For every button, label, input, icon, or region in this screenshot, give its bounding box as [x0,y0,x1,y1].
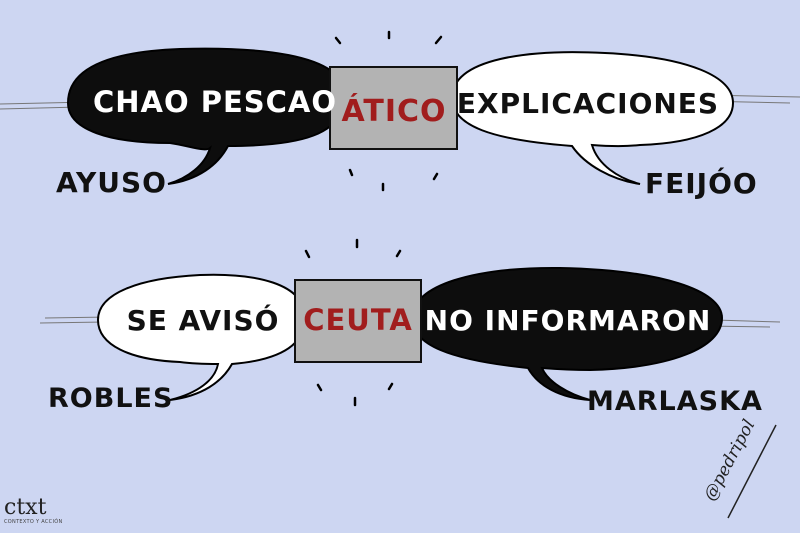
left-speaker-name: ROBLES [48,383,173,414]
left-speech-bubble [66,47,347,185]
left-bubble-text: CHAO PESCAO [93,85,337,119]
topic-label-box [329,66,458,150]
emphasis-marks [304,238,402,407]
topic-label: ÁTICO [341,93,446,129]
right-speech-bubble [450,51,735,185]
panel-ceuta: SE AVISÓ CEUTA NO INFORMARON ROBLES MARL… [48,238,763,417]
right-speaker-name: FEIJÓO [645,166,758,200]
signature-underline [727,424,777,519]
panel-atico: CHAO PESCAO ÁTICO EXPLICACIONES AYUSO FE… [56,30,758,200]
right-speech-bubble [410,266,724,401]
right-bubble-text: NO INFORMARON [425,304,712,337]
topic-label-box [294,279,422,363]
right-speaker-name: MARLASKA [587,386,763,417]
emphasis-marks [334,30,443,192]
left-bubble-text: SE AVISÓ [127,303,280,337]
right-bubble-text: EXPLICACIONES [457,87,719,120]
left-speech-bubble [96,273,307,401]
publisher-logo: ctxt CONTEXTO Y ACCIÓN [4,495,64,526]
logo-name: ctxt [4,495,47,520]
topic-label: CEUTA [303,303,413,337]
logo-tagline: CONTEXTO Y ACCIÓN [4,519,63,525]
left-speaker-name: AYUSO [56,166,167,199]
